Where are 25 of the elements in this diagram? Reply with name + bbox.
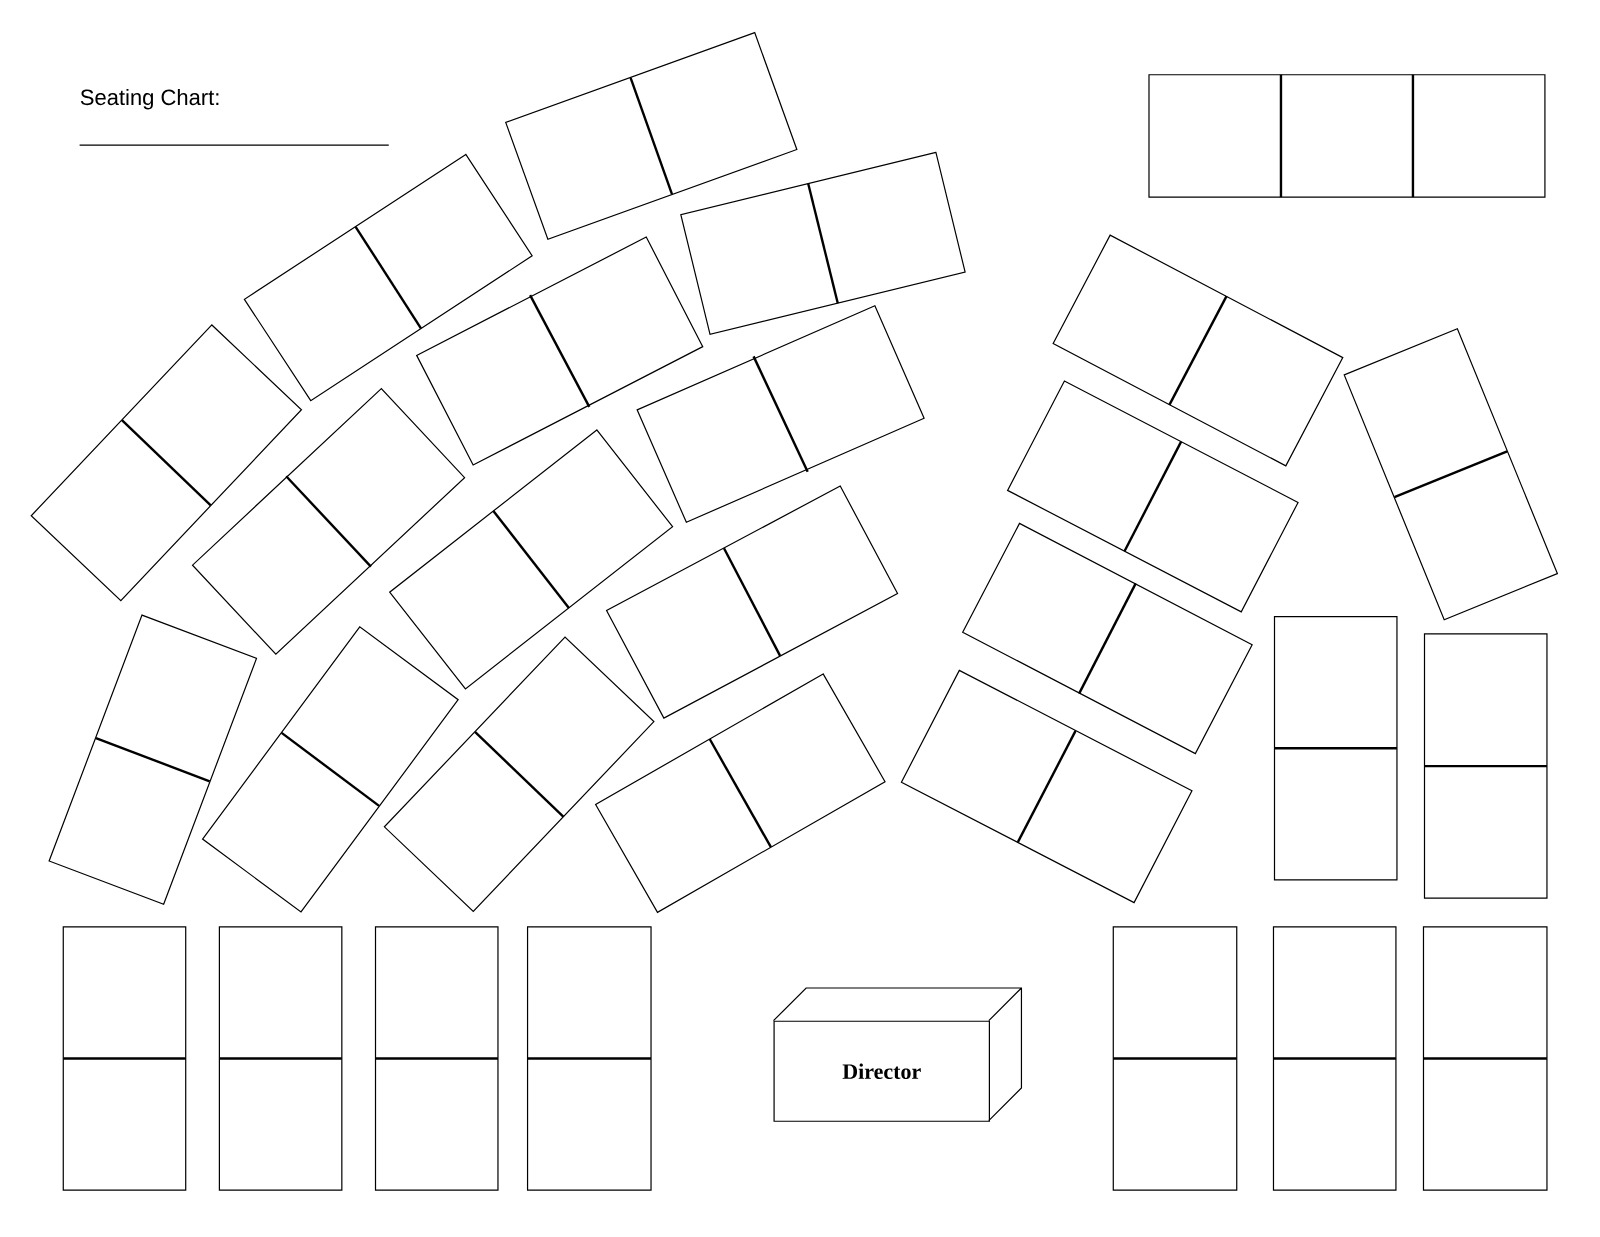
- desk: [1112, 926, 1238, 1191]
- desk: [218, 926, 343, 1191]
- desk: [1006, 380, 1299, 613]
- desk: [243, 153, 533, 402]
- desk: [374, 926, 499, 1191]
- desk: [680, 151, 966, 336]
- desk: [1052, 234, 1344, 467]
- desk: [1272, 926, 1397, 1191]
- desk: [62, 926, 187, 1191]
- desk: [201, 626, 459, 913]
- desk: [526, 926, 652, 1191]
- desk: [1422, 926, 1548, 1191]
- desk: [415, 236, 704, 466]
- desk-box: Director: [772, 987, 1023, 1122]
- desk: [1273, 616, 1398, 881]
- desk: [594, 673, 886, 914]
- desk: [388, 429, 674, 690]
- desk: [30, 324, 303, 602]
- desk: [961, 522, 1253, 755]
- desk: [1148, 74, 1546, 198]
- desk: [605, 485, 899, 719]
- desk: [383, 636, 655, 913]
- title: Seating Chart:: [80, 88, 219, 110]
- desk: [900, 669, 1193, 904]
- desk: [1423, 633, 1548, 899]
